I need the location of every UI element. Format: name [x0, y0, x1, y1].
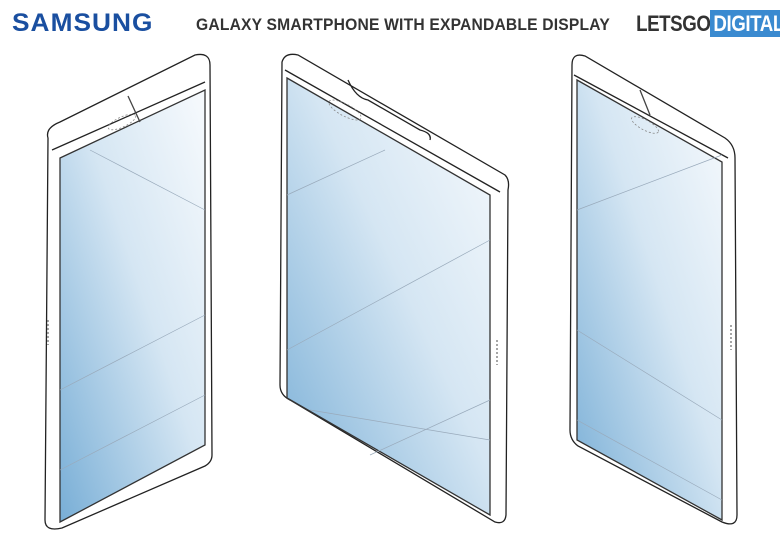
letsgodigital-logo: LETSGO DIGITAL: [623, 10, 780, 37]
page-title: GALAXY SMARTPHONE WITH EXPANDABLE DISPLA…: [196, 15, 610, 34]
logo-part2: DIGITAL: [710, 10, 780, 37]
phone-left-view: [44, 53, 213, 530]
samsung-logo: SAMSUNG: [12, 9, 154, 37]
phone-expanded-view: [279, 53, 510, 524]
logo-part1: LETSGO: [636, 11, 711, 36]
phone-right-view: [569, 54, 738, 525]
